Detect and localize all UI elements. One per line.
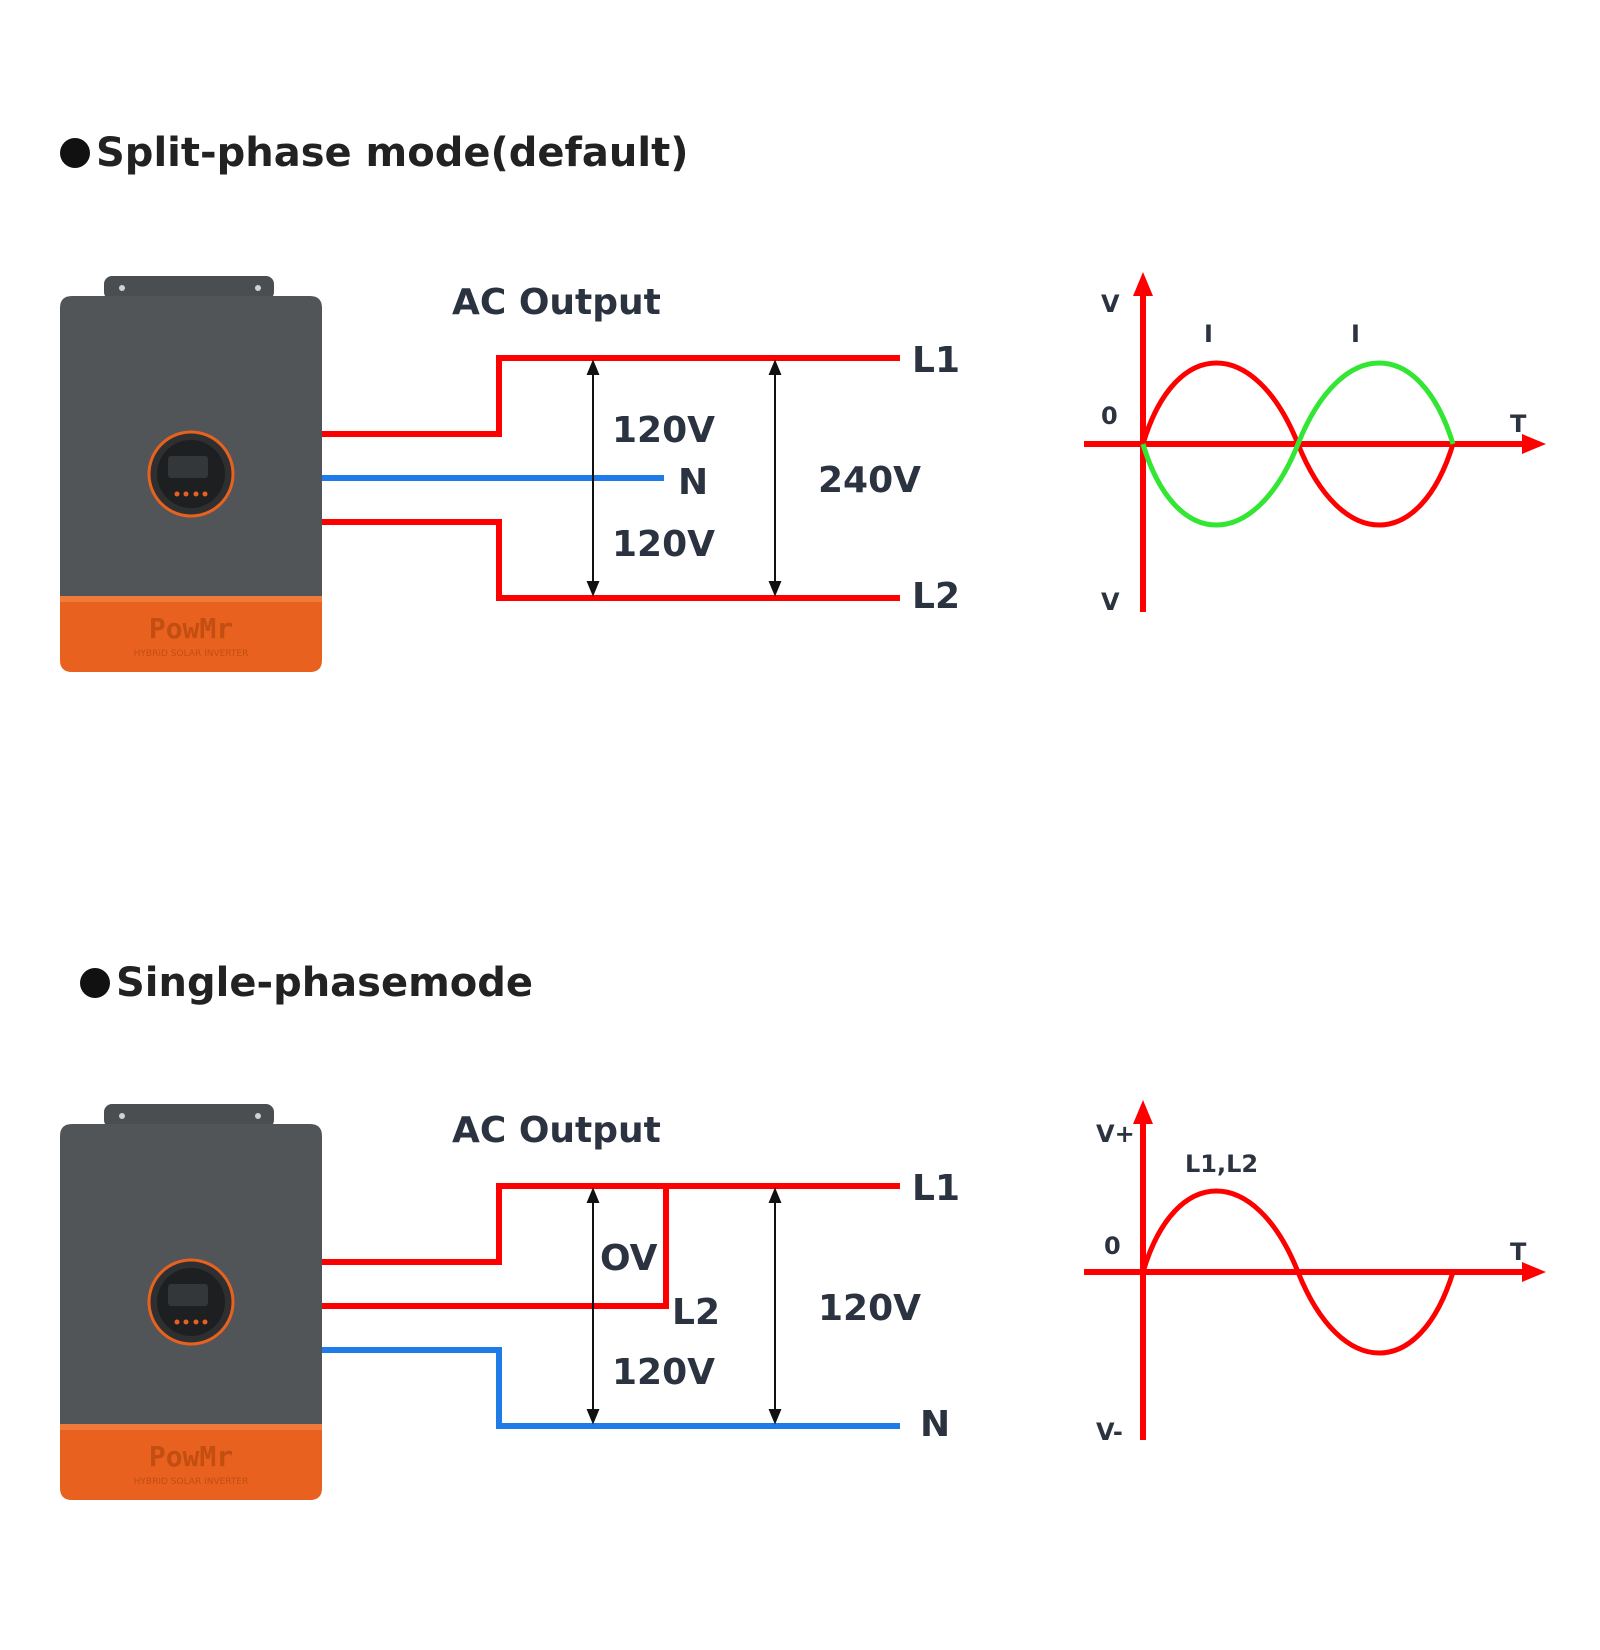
l2-wire	[322, 519, 900, 601]
brand-logo: PowMr	[149, 1440, 233, 1473]
inverter-base	[60, 596, 322, 672]
single-phase-diagram: PowMr HYBRID SOLAR INVERTER AC Output OV…	[60, 1100, 1546, 1500]
wire-label-l1: L1	[912, 340, 960, 381]
single-phase-waveform: V+ V- 0 T L1,L2	[1084, 1100, 1546, 1446]
single-phase-title-text: Single-phasemode	[116, 960, 534, 1006]
y-axis-arrow-icon	[1133, 1100, 1153, 1124]
total-voltage-label: 240V	[818, 460, 921, 501]
bullet-icon	[80, 968, 110, 998]
y-bottom-label: V	[1101, 588, 1120, 616]
x-label: T	[1510, 410, 1527, 438]
split-phase-title: Split-phase mode(default)	[60, 130, 689, 176]
l1-l2-wave	[1140, 1188, 1456, 1356]
split-phase-title-text: Split-phase mode(default)	[96, 130, 689, 176]
brand-subtitle: HYBRID SOLAR INVERTER	[134, 1477, 249, 1487]
wire-label-l2: L2	[912, 576, 960, 617]
bullet-icon	[60, 138, 90, 168]
voltage-arrows	[586, 359, 782, 597]
lower-voltage-label: 120V	[612, 1352, 715, 1393]
zero-label: 0	[1101, 402, 1118, 430]
split-phase-diagram: PowMr HYBRID SOLAR INVERTER AC Output 12…	[60, 272, 1546, 672]
l1-wire	[322, 355, 900, 437]
ac-output-label: AC Output	[452, 1110, 661, 1151]
inverter-unit: PowMr HYBRID SOLAR INVERTER	[60, 1104, 322, 1500]
lower-voltage-label: 120V	[612, 524, 715, 565]
peak-label: L1,L2	[1185, 1150, 1258, 1178]
mounting-bracket	[104, 1104, 274, 1128]
l2-wave	[1140, 360, 1456, 528]
peak-label-1: I	[1204, 320, 1213, 348]
l2-wire	[322, 1186, 669, 1309]
single-phase-title: Single-phasemode	[80, 960, 533, 1006]
y-top-label: V	[1101, 290, 1120, 318]
voltage-arrows	[586, 1187, 782, 1425]
upper-voltage-label: 120V	[612, 410, 715, 451]
l1-wire	[322, 1183, 900, 1265]
brand-logo: PowMr	[149, 612, 233, 645]
mounting-bracket	[104, 276, 274, 300]
x-axis-arrow-icon	[1522, 434, 1546, 454]
display-icon	[147, 1258, 235, 1346]
wire-label-l1: L1	[912, 1168, 960, 1209]
x-axis-arrow-icon	[1522, 1262, 1546, 1282]
peak-label-2: I	[1351, 320, 1360, 348]
inverter-unit: PowMr HYBRID SOLAR INVERTER	[60, 276, 322, 672]
x-label: T	[1510, 1238, 1527, 1266]
upper-voltage-label: OV	[600, 1238, 658, 1279]
wire-label-l2: L2	[672, 1292, 720, 1333]
ac-output-label: AC Output	[452, 282, 661, 323]
wire-label-n: N	[920, 1404, 950, 1445]
y-top-label: V+	[1096, 1120, 1135, 1148]
split-phase-waveform: V V 0 T I I	[1084, 272, 1546, 616]
y-bottom-label: V-	[1096, 1418, 1123, 1446]
wire-label-n: N	[678, 462, 708, 503]
display-icon	[147, 430, 235, 518]
brand-subtitle: HYBRID SOLAR INVERTER	[134, 649, 249, 659]
total-voltage-label: 120V	[818, 1288, 921, 1329]
inverter-base	[60, 1424, 322, 1500]
zero-label: 0	[1104, 1232, 1121, 1260]
y-axis-arrow-icon	[1133, 272, 1153, 296]
neutral-wire	[322, 1347, 900, 1429]
